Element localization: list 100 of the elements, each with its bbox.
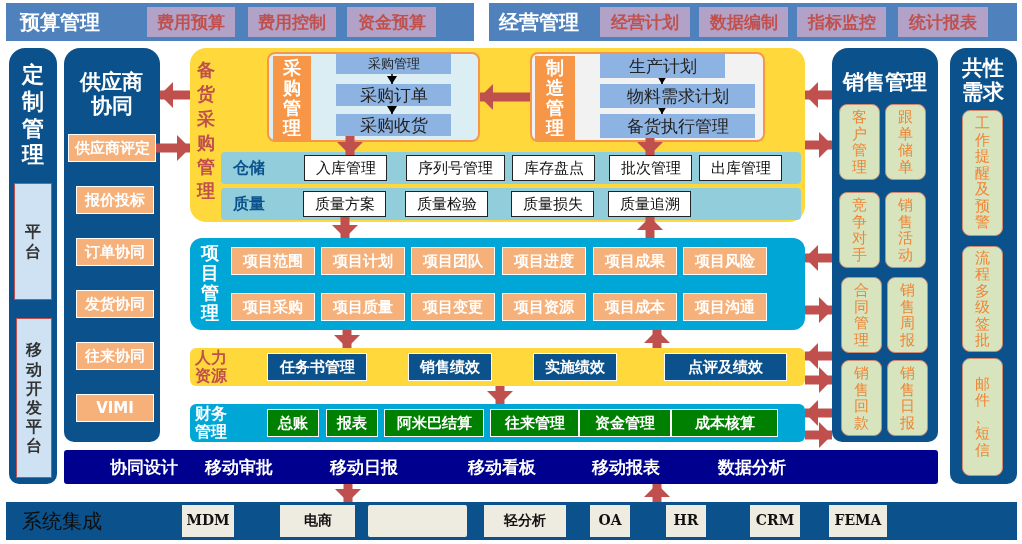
module-box: 项目团队 <box>411 247 495 275</box>
module-box: 报表 <box>326 409 378 437</box>
module-box: 批次管理 <box>609 155 692 181</box>
feature-bar <box>64 450 938 484</box>
block-arrow <box>805 245 832 271</box>
arrow <box>387 73 397 85</box>
feature-label: 移动看板 <box>468 455 536 479</box>
block-arrow <box>805 343 832 369</box>
category-bar <box>489 3 1017 41</box>
module-box: 项目风险 <box>683 247 767 275</box>
block-arrow <box>160 82 190 108</box>
block-arrow <box>805 132 832 158</box>
integration-box: CRM <box>750 505 800 537</box>
panel-title: 项目管理 <box>200 243 220 324</box>
module-box: 出库管理 <box>699 155 782 181</box>
module-box: 项目成本 <box>593 293 677 321</box>
module-box: 质量方案 <box>303 191 386 217</box>
module-box: 项目资源 <box>502 293 586 321</box>
side-panel <box>64 48 160 442</box>
module-box: VIMI <box>76 394 154 422</box>
module-tag: 数据编制 <box>699 7 788 37</box>
process-box: 采购管理 <box>336 54 451 74</box>
title-strip: 制造管理 <box>535 56 575 140</box>
integration-box: OA <box>590 505 630 537</box>
block-arrow <box>335 484 361 502</box>
block-arrow <box>805 367 832 393</box>
module-panel <box>190 48 805 222</box>
module-box: 跟单储单 <box>885 104 926 180</box>
integration-box: FEMA <box>829 505 887 537</box>
module-panel <box>190 238 805 330</box>
module-box: 任务书管理 <box>267 353 367 381</box>
side-panel <box>832 48 938 442</box>
process-box: 生产计划 <box>600 54 725 78</box>
process-box: 采购收货 <box>336 114 451 136</box>
module-box: 工作提醒及预警 <box>962 110 1003 236</box>
panel-title: 定制管理 <box>20 62 45 170</box>
module-box: 往来管理 <box>490 409 579 437</box>
module-box: 项目计划 <box>321 247 405 275</box>
module-box: 销售活动 <box>885 192 926 268</box>
block-arrow <box>644 484 670 502</box>
module-box: 订单协同 <box>76 238 154 266</box>
module-box: 序列号管理 <box>406 155 505 181</box>
module-box: 实施绩效 <box>533 353 617 381</box>
module-box: 项目质量 <box>321 293 405 321</box>
process-box: 物料需求计划 <box>600 84 755 108</box>
module-box: 入库管理 <box>304 155 387 181</box>
module-box: 销售绩效 <box>408 353 492 381</box>
module-row <box>190 404 805 442</box>
module-box: 报价投标 <box>76 186 154 214</box>
module-box: 质量追溯 <box>608 191 691 217</box>
process-box: 备货执行管理 <box>600 114 755 138</box>
module-box: 成本核算 <box>671 409 778 437</box>
module-box: 质量检验 <box>405 191 488 217</box>
panel-title: 仓储 <box>233 158 265 178</box>
block-arrow <box>332 217 358 238</box>
arrow <box>657 106 667 115</box>
module-tag: 统计报表 <box>898 7 988 37</box>
feature-label: 移动审批 <box>205 455 273 479</box>
panel-title: 预算管理 <box>20 10 100 34</box>
module-box: 项目沟通 <box>683 293 767 321</box>
module-box: 合同管理 <box>841 277 882 353</box>
block-arrow <box>805 297 832 323</box>
integration-box: HR <box>666 505 706 537</box>
panel-title: 供应商协同 <box>78 70 145 119</box>
side-panel <box>950 48 1017 484</box>
arrow <box>657 76 667 85</box>
module-box: 点评及绩效 <box>664 353 787 381</box>
platform-box: 平台 <box>14 183 52 300</box>
module-box: 项目变更 <box>411 293 495 321</box>
block-arrow <box>480 84 530 110</box>
block-arrow <box>156 135 190 161</box>
process-box: 采购订单 <box>336 84 451 106</box>
feature-label: 协同设计 <box>110 455 178 479</box>
block-arrow <box>805 422 832 448</box>
module-box: 项目进度 <box>502 247 586 275</box>
block-arrow <box>334 330 360 348</box>
module-box: 销售日报 <box>887 360 928 436</box>
block-arrow <box>644 330 670 348</box>
module-box: 流程多级签批 <box>962 246 1003 352</box>
module-box: 阿米巴结算 <box>384 409 484 437</box>
title-strip: 采购管理 <box>273 56 311 140</box>
panel-title: 人力资源 <box>194 348 229 386</box>
category-bar <box>6 3 474 41</box>
integration-box: MDM <box>182 505 234 537</box>
module-tag: 指标监控 <box>797 7 886 37</box>
block-arrow <box>805 400 832 426</box>
module-box: 邮件、短信 <box>962 358 1003 476</box>
module-box: 供应商评定 <box>68 134 156 162</box>
module-box: 质量损失 <box>511 191 594 217</box>
feature-label: 移动日报 <box>330 455 398 479</box>
module-row <box>221 152 801 184</box>
module-box: 销售周报 <box>887 277 928 353</box>
module-box: 竞争对手 <box>839 192 880 268</box>
feature-label: 数据分析 <box>718 455 786 479</box>
module-row <box>221 188 801 220</box>
side-panel <box>9 48 57 484</box>
module-tag: 费用控制 <box>248 7 336 37</box>
category-bar <box>6 502 1017 540</box>
module-box: 销售回款 <box>841 360 882 436</box>
module-tag: 资金预算 <box>347 7 436 37</box>
